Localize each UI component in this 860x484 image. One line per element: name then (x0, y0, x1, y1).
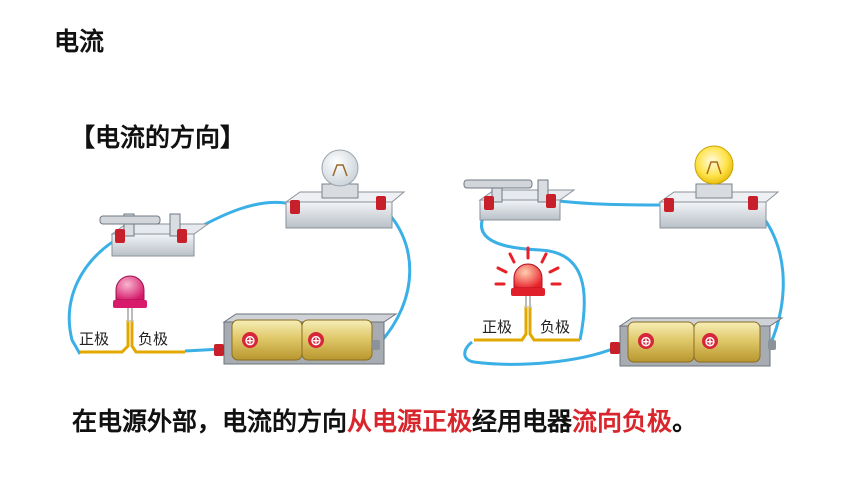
battery-plus-symbol: ⊕ (244, 333, 256, 349)
circuit-diagrams: 正极 负极 ⊕ ⊕ (67, 145, 785, 367)
conclusion-highlight: 从电源正极 (347, 407, 473, 436)
led-lead (528, 306, 580, 342)
conclusion-part: 在电源外部，电流的方向 (72, 407, 348, 436)
section-heading: 【电流的方向】 (70, 123, 246, 152)
circuit-right: 正极 负极 ⊕ ⊕ (463, 145, 785, 367)
conclusion-part: 经用电器 (472, 407, 573, 436)
led-positive-label: 正极 (482, 318, 512, 336)
switch (99, 213, 210, 257)
led-positive-label: 正极 (79, 330, 109, 348)
led-negative-label: 负极 (138, 330, 168, 348)
wire (67, 234, 123, 355)
page-title: 电流 (54, 27, 105, 56)
switch (463, 179, 576, 221)
battery-plus-symbol: ⊕ (640, 334, 652, 350)
battery-holder: ⊕ ⊕ (610, 317, 784, 367)
led-lit (494, 246, 562, 308)
conclusion-highlight: 流向负极 (572, 407, 673, 436)
bulb (284, 149, 406, 229)
conclusion-part: 。 (672, 407, 698, 436)
led-lead (130, 320, 185, 354)
circuit-left: 正极 负极 ⊕ ⊕ (67, 149, 412, 365)
led-negative-label: 负极 (540, 318, 570, 336)
battery-holder: ⊕ ⊕ (214, 313, 398, 365)
led (113, 275, 147, 322)
conclusion-text: 在电源外部，电流的方向从电源正极经用电器流向负极。 (72, 402, 697, 438)
battery-plus-symbol: ⊕ (704, 334, 716, 350)
wire (549, 198, 666, 207)
bulb-lit (658, 145, 780, 229)
battery-plus-symbol: ⊕ (310, 333, 322, 349)
wire (480, 207, 586, 341)
led-lead (474, 306, 528, 342)
wire (463, 340, 616, 366)
led-lead (80, 320, 130, 354)
wire (181, 200, 296, 239)
